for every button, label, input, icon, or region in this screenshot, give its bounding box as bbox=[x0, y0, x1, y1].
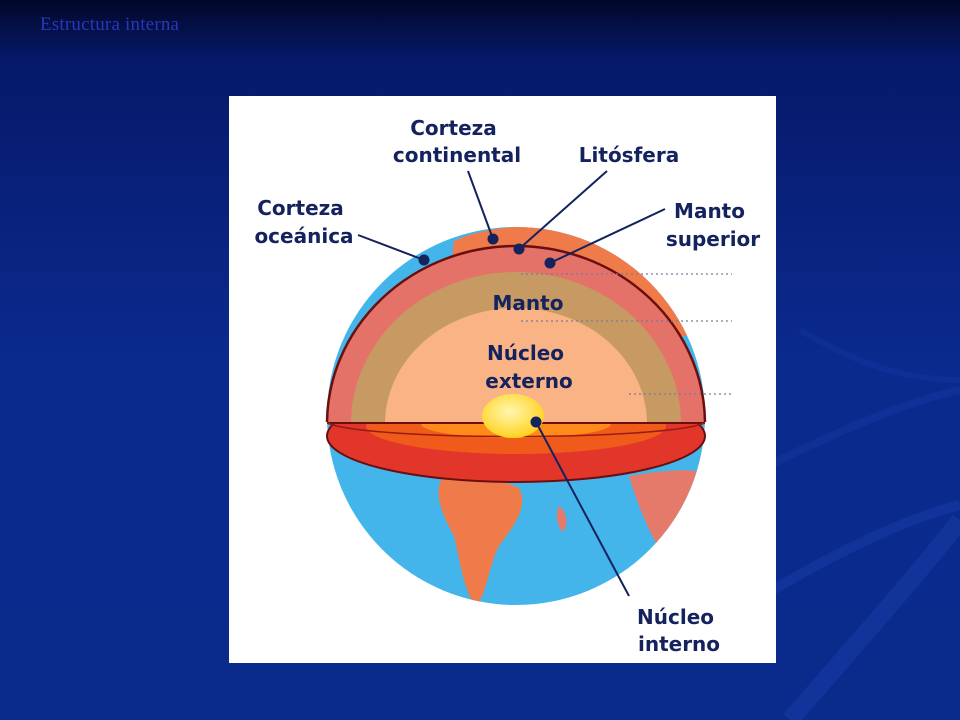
label-manto-superior: Manto superior bbox=[666, 199, 760, 251]
inner-core bbox=[482, 394, 544, 438]
label-corteza-continental: Corteza continental bbox=[393, 116, 521, 167]
label-corteza-oceanica: Corteza oceánica bbox=[254, 196, 353, 248]
label-nucleo-externo: Núcleo externo bbox=[485, 341, 572, 393]
label-nucleo-interno: Núcleo interno bbox=[637, 605, 721, 656]
cutaway-section bbox=[325, 244, 707, 483]
layer-guides bbox=[521, 273, 732, 395]
earth-structure-diagram: Corteza continental Litósfera Corteza oc… bbox=[229, 96, 776, 663]
leader-dots bbox=[418, 233, 556, 428]
leader-lines bbox=[357, 170, 666, 597]
slide-title: Estructura interna bbox=[40, 14, 180, 35]
label-litosfera: Litósfera bbox=[579, 143, 679, 167]
label-manto: Manto bbox=[493, 291, 564, 315]
